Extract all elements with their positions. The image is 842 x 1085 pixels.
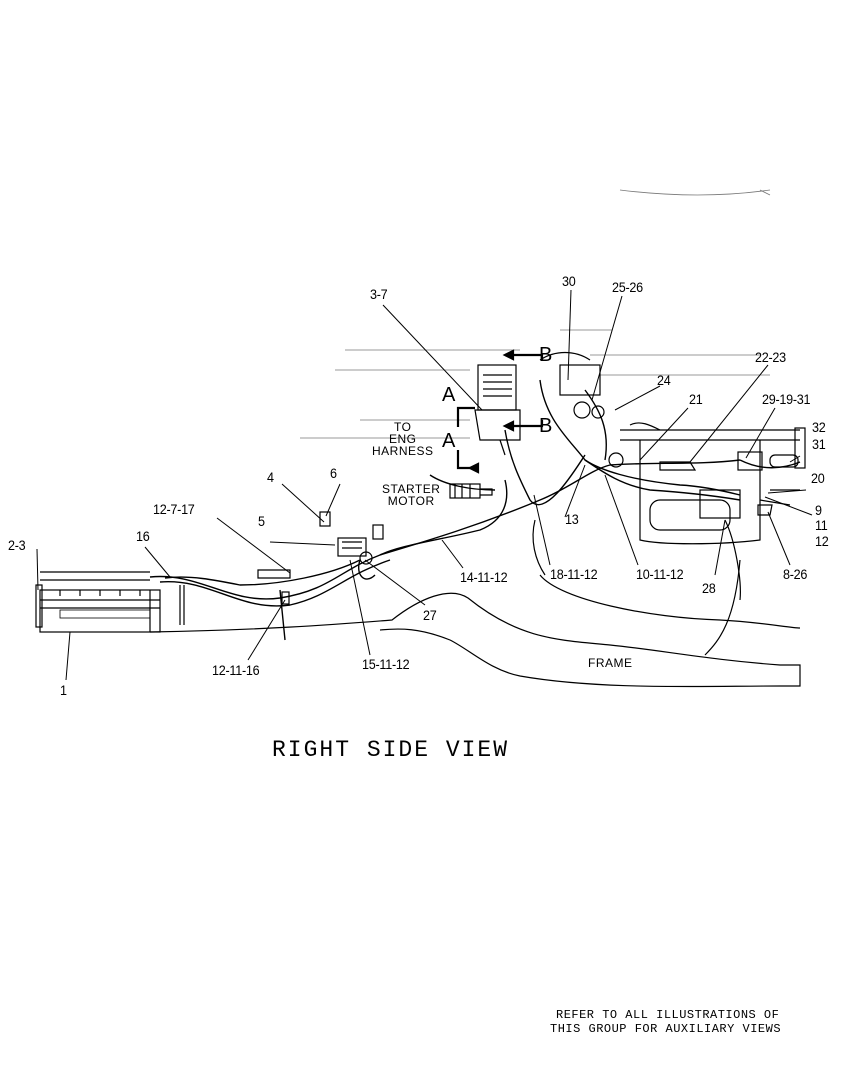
callout-14-11-12: 14-11-12 — [460, 569, 508, 585]
to-eng-harness-line-2: ENG — [389, 432, 417, 446]
footer-note-line-2: THIS GROUP FOR AUXILIARY VIEWS — [550, 1022, 782, 1036]
callout-4: 4 — [267, 469, 274, 485]
view-title: RIGHT SIDE VIEW — [272, 737, 510, 763]
to-eng-harness-line-3: HARNESS — [372, 444, 434, 458]
section-markers — [456, 349, 544, 474]
starter-motor-label: STARTER MOTOR — [382, 483, 440, 507]
callout-6: 6 — [330, 465, 337, 481]
callout-1: 1 — [60, 682, 67, 698]
callout-30: 30 — [562, 273, 576, 289]
callout-31: 31 — [812, 436, 826, 452]
section-marker-b-top: B — [539, 344, 553, 366]
callout-29-19-31: 29-19-31 — [762, 391, 811, 407]
callout-10-11-12: 10-11-12 — [636, 566, 684, 582]
engine-components — [474, 351, 661, 468]
harness-wires — [149, 379, 801, 641]
callout-12-7-17: 12-7-17 — [153, 501, 195, 517]
callout-13: 13 — [565, 511, 579, 527]
callout-12-11-16: 12-11-16 — [212, 662, 260, 678]
callout-18-11-12: 18-11-12 — [550, 566, 598, 582]
callout-28: 28 — [702, 580, 716, 596]
background-structure-lines — [300, 189, 771, 439]
callout-22-23: 22-23 — [755, 349, 786, 365]
section-marker-b-bottom: B — [539, 415, 553, 437]
footer-note-line-1: REFER TO ALL ILLUSTRATIONS OF — [556, 1008, 780, 1022]
callout-21: 21 — [689, 391, 703, 407]
starter-motor-line-2: MOTOR — [387, 494, 435, 508]
starter-motor-line-1: STARTER — [382, 482, 441, 496]
callout-9: 9 — [815, 502, 822, 518]
callout-16: 16 — [136, 528, 150, 544]
callout-5: 5 — [258, 513, 265, 529]
to-eng-harness-label: TO ENG HARNESS — [372, 421, 434, 457]
callout-24: 24 — [657, 372, 671, 388]
callout-25-26: 25-26 — [612, 279, 643, 295]
callout-15-11-12: 15-11-12 — [362, 656, 410, 672]
callout-27: 27 — [423, 607, 437, 623]
rear-mount-components — [620, 427, 806, 545]
to-eng-harness-line-1: TO — [394, 420, 412, 434]
frame-label: FRAME — [588, 656, 633, 670]
starter-motor-connector — [449, 483, 493, 499]
callout-20: 20 — [811, 470, 825, 486]
callout-32: 32 — [812, 419, 826, 435]
callout-11: 11 — [815, 517, 828, 533]
callout-3-7: 3-7 — [370, 286, 388, 302]
callout-2-3: 2-3 — [8, 537, 26, 553]
fuse-connector-group — [257, 511, 384, 605]
battery-box — [35, 571, 185, 633]
callout-8-26: 8-26 — [783, 566, 808, 582]
frame-outline — [149, 519, 801, 688]
leader-lines — [36, 289, 813, 681]
section-marker-a-top: A — [442, 384, 456, 406]
callout-12: 12 — [815, 533, 829, 549]
section-marker-a-bottom: A — [442, 430, 456, 452]
